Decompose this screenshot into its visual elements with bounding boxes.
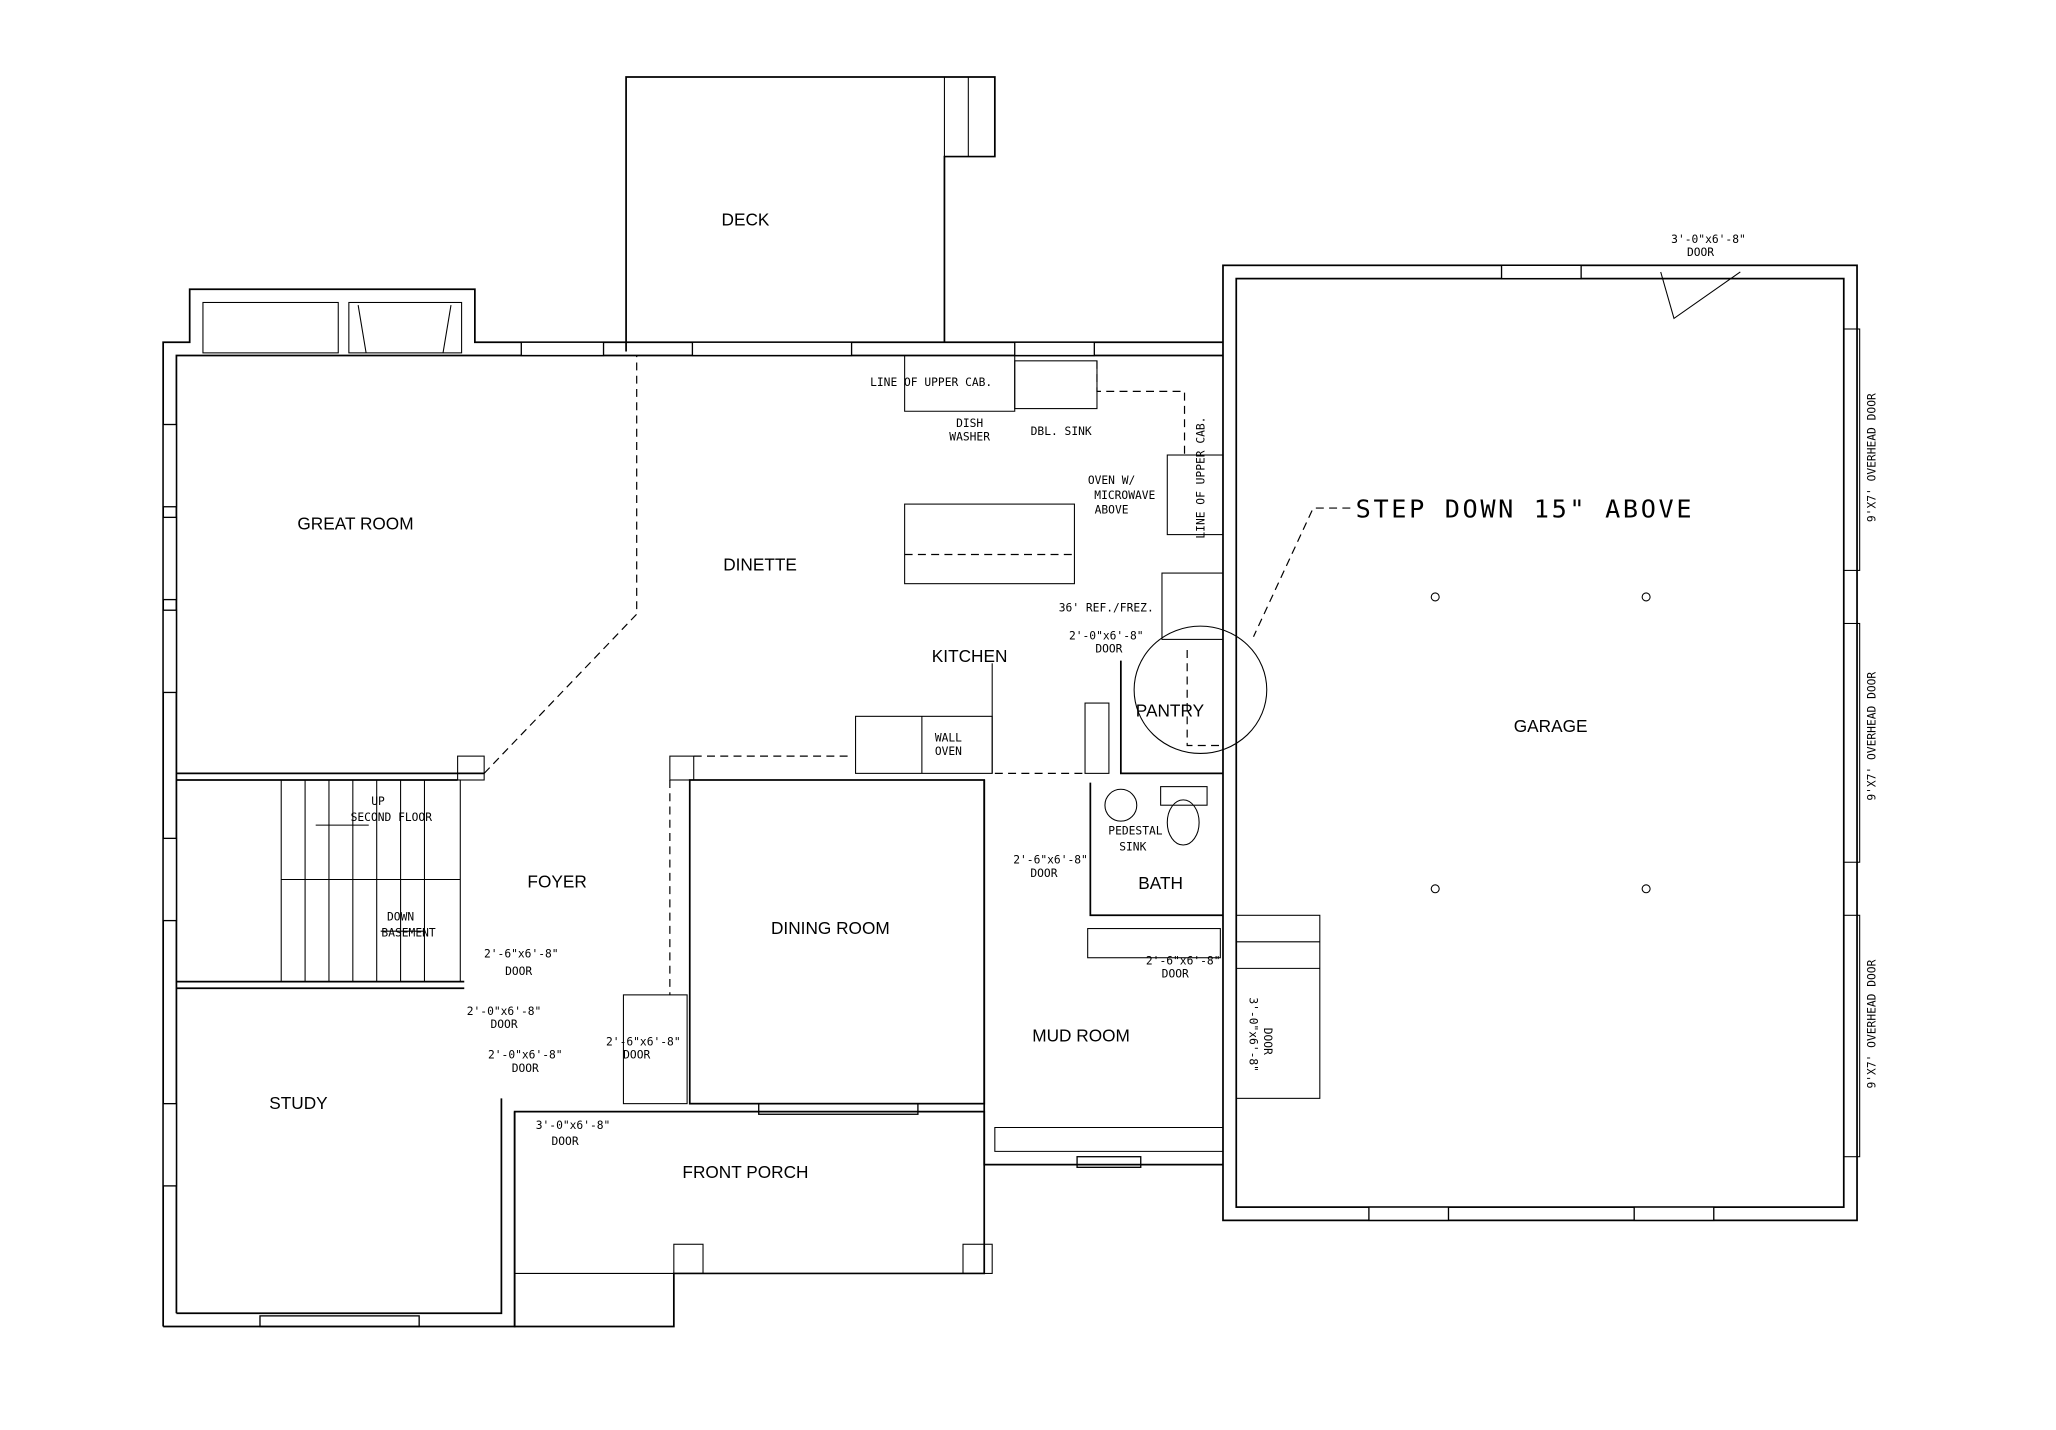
door-size-coat: 2'-6"x6'-8" — [606, 1035, 681, 1048]
ped-sink-label: PEDESTAL — [1108, 824, 1162, 837]
room-labels: DECK GREAT ROOM DINETTE KITCHEN PANTRY G… — [269, 210, 1587, 1182]
door-label-mud-closet: DOOR — [1162, 968, 1189, 981]
door-size-foyer-closet: 2'-6"x6'-8" — [484, 948, 559, 961]
walls — [162, 76, 1861, 1328]
ped-sink-label-2: SINK — [1119, 840, 1146, 853]
room-garage: GARAGE — [1514, 716, 1588, 736]
oven-label-2: MICROWAVE — [1094, 489, 1155, 502]
fixture-labels: LINE OF UPPER CAB. LINE OF UPPER CAB. DI… — [351, 376, 1208, 939]
room-pantry: PANTRY — [1136, 700, 1205, 720]
overhead-door-label-2: 9'X7' OVERHEAD DOOR — [1866, 672, 1879, 801]
door-label-study-2: DOOR — [512, 1062, 539, 1075]
wall-oven-label: WALL — [935, 732, 962, 745]
dishwasher-label-2: WASHER — [949, 430, 990, 443]
overhead-door-labels: 9'X7' OVERHEAD DOOR 9'X7' OVERHEAD DOOR … — [1866, 393, 1879, 1088]
door-label-pantry: DOOR — [1095, 643, 1122, 656]
room-kitchen: KITCHEN — [932, 646, 1008, 666]
door-size-garage-entry: 3'-0"x6'-8" — [1247, 997, 1260, 1072]
door-label-coat: DOOR — [623, 1049, 650, 1062]
oven-label: OVEN W/ — [1088, 474, 1135, 487]
room-deck: DECK — [722, 210, 770, 230]
oven-label-3: ABOVE — [1095, 503, 1129, 516]
door-size-study-1: 2'-0"x6'-8" — [467, 1005, 542, 1018]
door-label-front: DOOR — [551, 1135, 578, 1148]
door-size-bath: 2'-6"x6'-8" — [1013, 854, 1088, 867]
room-foyer: FOYER — [527, 871, 586, 891]
door-size-front: 3'-0"x6'-8" — [536, 1119, 611, 1132]
door-label-foyer-closet: DOOR — [505, 965, 532, 978]
room-study: STUDY — [269, 1093, 328, 1113]
door-size-garage-rear: 3'-0"x6'-8" — [1671, 233, 1746, 246]
stair-treads — [304, 779, 425, 982]
room-great-room: GREAT ROOM — [297, 513, 413, 533]
upper-cab-vertical-label: LINE OF UPPER CAB. — [1194, 417, 1207, 539]
door-label-bath: DOOR — [1030, 867, 1057, 880]
room-dining-room: DINING ROOM — [771, 918, 890, 938]
stairs-down-label: DOWN — [387, 911, 414, 924]
fridge-label: 36' REF./FREZ. — [1059, 602, 1154, 615]
stairs-up-label-2: SECOND FLOOR — [351, 811, 433, 824]
step-down-note: STEP DOWN 15" ABOVE — [1356, 494, 1695, 523]
stairs-up-label: UP — [371, 795, 385, 808]
wall-oven-label-2: OVEN — [935, 745, 962, 758]
upper-cab-label: LINE OF UPPER CAB. — [870, 376, 992, 389]
room-front-porch: FRONT PORCH — [682, 1162, 808, 1182]
stairs-down-label-2: BASEMENT — [381, 927, 435, 940]
door-label-study-1: DOOR — [490, 1018, 517, 1031]
room-dinette: DINETTE — [723, 554, 797, 574]
door-label-garage-entry: DOOR — [1261, 1028, 1274, 1055]
overhead-door-label-1: 9'X7' OVERHEAD DOOR — [1866, 393, 1879, 522]
overhead-door-label-3: 9'X7' OVERHEAD DOOR — [1866, 959, 1879, 1088]
dishwasher-label: DISH — [956, 417, 983, 430]
room-mud-room: MUD ROOM — [1032, 1025, 1130, 1045]
door-label-garage-rear: DOOR — [1687, 246, 1714, 259]
door-labels: 3'-0"x6'-8" DOOR 2'-0"x6'-8" DOOR 2'-6"x… — [467, 233, 1746, 1148]
door-size-study-2: 2'-0"x6'-8" — [488, 1049, 563, 1062]
door-size-mud-closet: 2'-6"x6'-8" — [1146, 954, 1221, 967]
door-size-pantry: 2'-0"x6'-8" — [1069, 629, 1144, 642]
room-bath: BATH — [1138, 873, 1183, 893]
sink-label: DBL. SINK — [1031, 425, 1092, 438]
